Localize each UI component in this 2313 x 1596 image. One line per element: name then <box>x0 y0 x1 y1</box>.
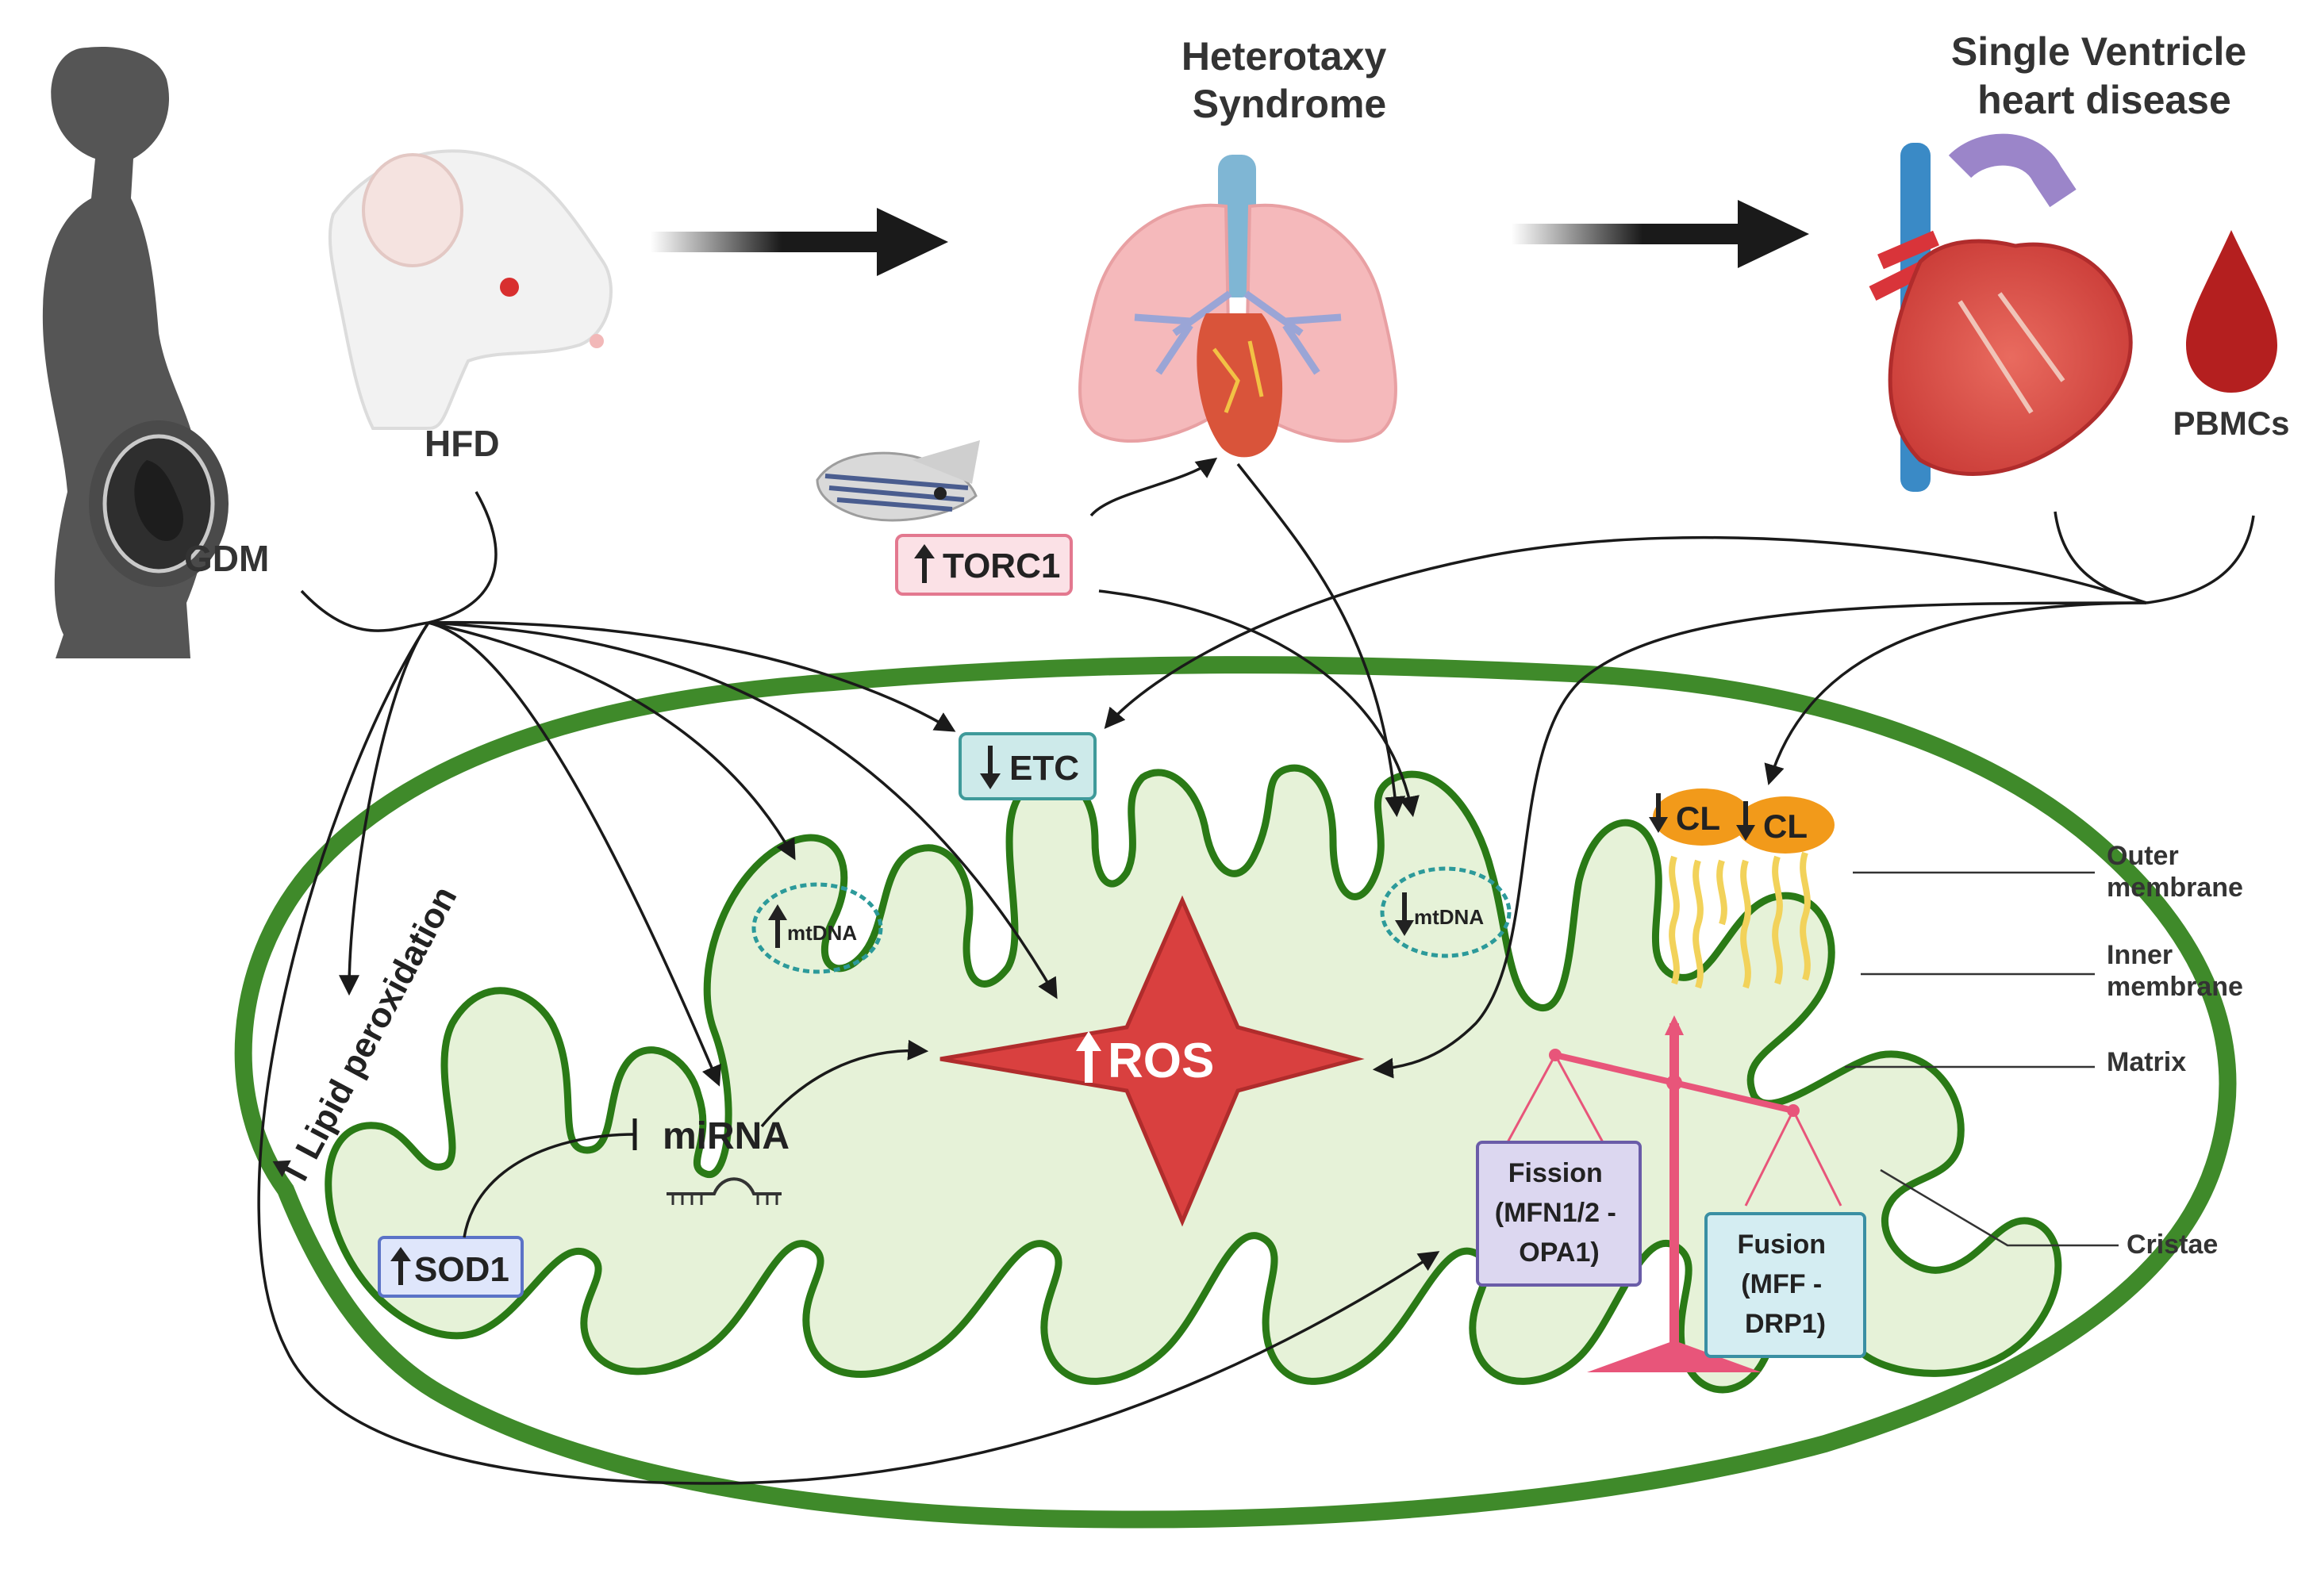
svg-text:ROS: ROS <box>1108 1034 1214 1088</box>
svg-text:Cristae: Cristae <box>2127 1230 2218 1260</box>
svg-text:Matrix: Matrix <box>2107 1047 2186 1077</box>
hfd-label: HFD <box>425 423 500 464</box>
svg-text:ETC: ETC <box>1009 749 1079 788</box>
sod1-badge: SOD1 <box>378 1236 524 1298</box>
mtdna-up: mtDNA <box>751 882 883 974</box>
pregnant-woman-icon <box>42 47 229 659</box>
cristae-label: Cristae <box>1880 1168 2218 1260</box>
svg-text:TORC1: TORC1 <box>943 547 1060 585</box>
outer-membrane-label: Outer membrane <box>1853 841 2243 903</box>
cardiolipin: CL CL <box>1649 788 1835 989</box>
heterotaxy-title: Heterotaxy Syndrome <box>1181 34 1397 126</box>
ros-star: ROS <box>939 895 1365 1227</box>
svg-text:Fission (MFN1/2 -: Fission (MFN1/2 - OPA1) <box>1495 1158 1623 1268</box>
balance-scale-icon <box>1506 1015 1842 1372</box>
svg-text:Outer membrane: Outer membrane <box>2107 841 2243 903</box>
inner-membrane-label: Inner membrane <box>1861 940 2243 1002</box>
svg-text:SOD1: SOD1 <box>414 1250 509 1289</box>
etc-badge: ETC <box>959 732 1097 800</box>
heart-icon <box>1869 133 2133 492</box>
mtdna-down: mtDNA <box>1380 866 1512 958</box>
svg-text:CL: CL <box>1763 808 1808 845</box>
pbmcs-label: PBMCs <box>2173 405 2289 442</box>
progression-arrow-2 <box>1512 200 1809 268</box>
lungs-icon <box>1078 155 1397 458</box>
svg-text:miRNA: miRNA <box>663 1115 790 1157</box>
svg-text:mtDNA: mtDNA <box>787 921 857 945</box>
svg-text:CL: CL <box>1676 800 1720 837</box>
svg-text:Fusion (MFF - DRP1: Fusion (MFF - DRP1) <box>1738 1230 1834 1339</box>
svg-text:mtDNA: mtDNA <box>1414 905 1484 929</box>
svg-text:Inner membrane: Inner membrane <box>2107 940 2243 1002</box>
blood-drop-icon <box>2186 230 2277 393</box>
connector-arrows <box>257 457 2255 1485</box>
fusion-badge: Fusion (MFF - DRP1) <box>1704 1212 1866 1358</box>
zebrafish-icon <box>816 440 980 522</box>
progression-arrow-1 <box>651 208 948 276</box>
mirna: miRNA <box>663 1115 790 1205</box>
rat-icon <box>328 149 613 430</box>
gdm-label: GDM <box>184 538 269 579</box>
torc1-badge: TORC1 <box>895 534 1073 596</box>
single-ventricle-title: Single Ventricle heart disease <box>1951 29 2257 122</box>
matrix-label: Matrix <box>1845 1047 2186 1077</box>
fission-badge: Fission (MFN1/2 - OPA1) <box>1476 1141 1642 1287</box>
sod1-inhibits-mirna <box>463 1133 636 1238</box>
